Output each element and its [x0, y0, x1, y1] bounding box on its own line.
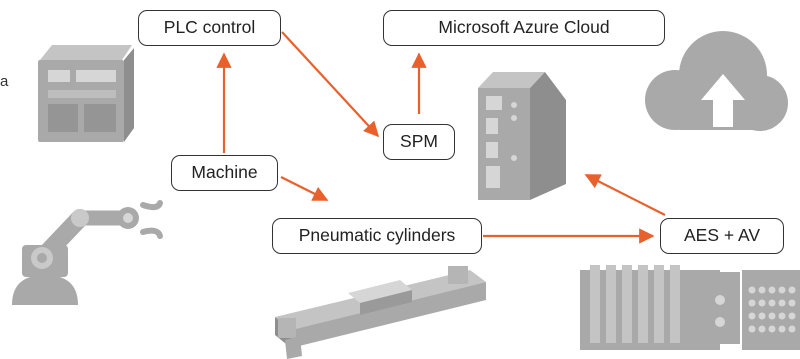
- node-pneumatic-cylinders: Pneumatic cylinders: [272, 218, 482, 254]
- diagram-arrows: [216, 31, 666, 244]
- valve-manifold-icon: [580, 265, 800, 350]
- node-microsoft-azure-cloud: Microsoft Azure Cloud: [383, 10, 665, 46]
- arrow-aes-to-gateway: [584, 174, 666, 216]
- node-machine: Machine: [171, 155, 278, 191]
- node-spm: SPM: [383, 124, 455, 160]
- linear-actuator-icon: [275, 266, 486, 359]
- cloud-upload-icon: [645, 31, 788, 131]
- node-aes-av: AES + AV: [660, 218, 784, 254]
- cropped-text-fragment: a: [0, 73, 9, 90]
- node-plc-control: PLC control: [138, 10, 281, 46]
- arrow-plc-to-spm: [281, 31, 380, 138]
- robot-arm-icon: [12, 200, 163, 305]
- iot-gateway-icon: [478, 72, 566, 200]
- arrow-machine-to-cylinders: [280, 176, 329, 201]
- plc-device-icon: [38, 45, 134, 142]
